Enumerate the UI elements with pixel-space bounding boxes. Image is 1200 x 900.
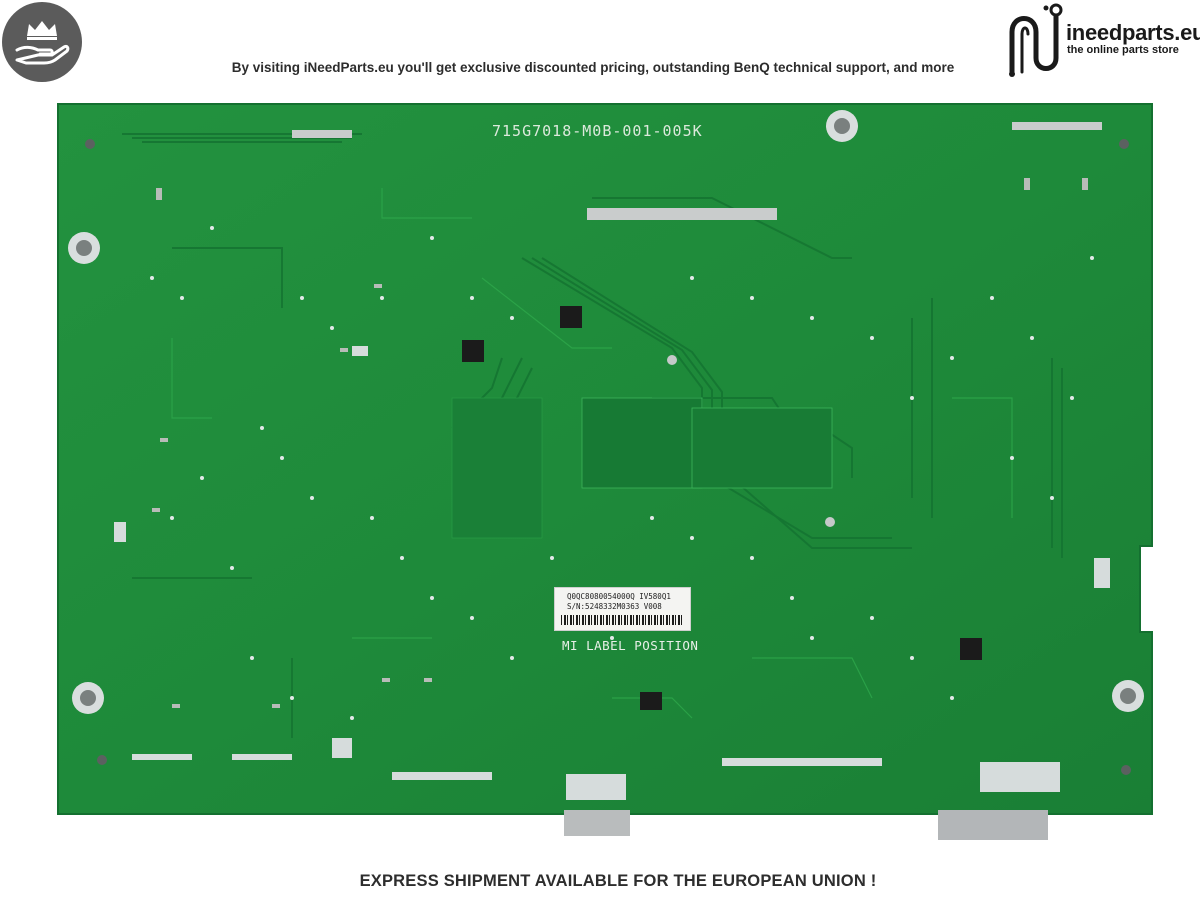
ineedparts-logo[interactable]: ineedparts.eu the online parts store	[1000, 2, 1200, 78]
pcb-part-number: 715G7018-M0B-001-005K	[492, 122, 703, 140]
shipping-banner: EXPRESS SHIPMENT AVAILABLE FOR THE EUROP…	[359, 872, 877, 890]
ic-u1010	[960, 638, 982, 660]
label-position-marking: MI LABEL POSITION	[562, 638, 699, 653]
pcb-photo: 715G7018-M0B-001-005K Q0QC8080054000Q IV…	[52, 98, 1160, 844]
crown-hand-badge	[2, 2, 82, 82]
ic-u4004	[560, 306, 582, 328]
logo-subtitle: the online parts store	[1067, 44, 1179, 56]
sticker-line-2: S/N:5248332M0363 V008	[567, 602, 662, 611]
serial-label-sticker: Q0QC8080054000Q IV580Q1 S/N:5248332M0363…	[555, 588, 690, 630]
sticker-barcode	[561, 615, 684, 625]
ic-u4005	[462, 340, 484, 362]
circuit-n-icon	[1009, 3, 1063, 77]
sticker-line-1: Q0QC8080054000Q IV580Q1	[567, 592, 671, 601]
logo-wordmark: ineedparts.eu	[1066, 20, 1200, 45]
top-header-pins	[292, 122, 1102, 220]
promo-tagline: By visiting iNeedParts.eu you'll get exc…	[231, 60, 955, 75]
pcb-board	[57, 103, 1153, 840]
mounting-holes	[68, 110, 1144, 775]
crown-hand-icon	[15, 21, 70, 65]
ic-u1001	[640, 692, 662, 710]
vga-connector-metal	[564, 810, 630, 836]
dvi-connector-metal	[938, 810, 1048, 840]
